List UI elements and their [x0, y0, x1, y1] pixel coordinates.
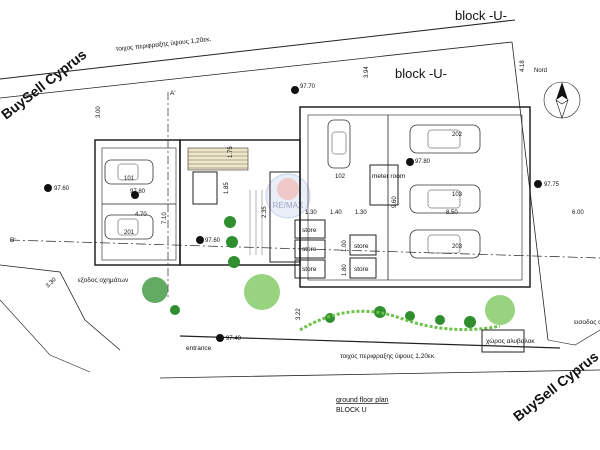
parking-203: 203 [452, 244, 463, 250]
section-line-b [9, 239, 600, 259]
level-4: 97.80 [415, 159, 431, 165]
parking-102: 102 [335, 174, 346, 180]
dim-1: 3.00 [96, 106, 102, 118]
dim-18: 1.80 [342, 264, 348, 276]
plot-boundary-top-inner [0, 41, 513, 99]
dim-13: 6.00 [572, 210, 584, 216]
section-mark-b: B' [10, 237, 16, 244]
road-curve-right [547, 329, 600, 346]
car-203 [409, 229, 481, 259]
store-label-4: store [354, 243, 369, 250]
dim-17: 1.00 [342, 240, 348, 252]
remax-logo: RE/MAX [265, 173, 311, 219]
dim-9: 1.30 [305, 210, 317, 216]
dim-2: 3.94 [364, 66, 370, 78]
exit-label: εξοδος οχημάτων [78, 276, 128, 284]
parking-202: 202 [452, 132, 463, 138]
level-1: 97.70 [300, 84, 316, 90]
parking-103: 103 [452, 192, 463, 198]
entrance-label: entrance [186, 345, 212, 352]
parking-101: 101 [124, 176, 135, 182]
north-arrow-icon [543, 81, 581, 119]
block-label-inner: block -U- [395, 66, 447, 81]
dim-14: 3.30 [45, 276, 58, 289]
watermark-top-left: BuySell Cyprus [0, 46, 90, 122]
store-cluster [294, 164, 399, 279]
wall-bottom [179, 335, 561, 349]
level-2: 97.60 [54, 186, 70, 192]
main-block-inner [307, 114, 523, 281]
store-label-2: store [302, 246, 317, 253]
plot-boundary-left [0, 264, 121, 351]
wall-bottom-label: τοιχος περιφραξης ύψους 1,20εκ. [340, 352, 436, 360]
level-6: 97.60 [205, 238, 221, 244]
dim-6: 1.75 [228, 146, 234, 158]
dim-12: 8.50 [446, 210, 458, 216]
dim-3: 4.18 [520, 60, 526, 72]
lift-shaft [192, 171, 218, 205]
stair-treads [188, 151, 263, 255]
landscaping [142, 216, 515, 332]
car-202 [409, 124, 481, 154]
stair-landing [187, 147, 249, 171]
main-block [299, 106, 531, 288]
waste-area [481, 329, 525, 353]
wall-bottom-outer [159, 369, 600, 379]
car-201 [104, 214, 154, 240]
dim-5: 7.10 [162, 212, 168, 224]
plan-subheading: BLOCK U [336, 407, 367, 414]
store-label-5: store [354, 266, 369, 273]
north-label: Nord [534, 68, 547, 74]
level-5: 97.75 [544, 182, 560, 188]
left-block [94, 139, 181, 266]
level-3: 97.80 [130, 189, 146, 195]
entry-vehicles-label: εισοδος οχημάτων [574, 318, 600, 326]
car-103 [409, 184, 481, 214]
car-102 [327, 119, 351, 169]
section-mark-a: A' [170, 90, 176, 97]
waste-area-label: χώρος αλυβαλοκ [486, 337, 535, 345]
parking-201: 201 [124, 230, 135, 236]
road-edge-left [0, 299, 91, 373]
dim-10: 1.40 [330, 210, 342, 216]
block-label-top: block -U- [455, 8, 507, 23]
level-7: 97.40 [226, 336, 242, 342]
dim-7: 1.85 [224, 182, 230, 194]
plot-boundary-top [0, 19, 516, 80]
dim-11: 1.30 [355, 210, 367, 216]
dim-16: 9.60 [392, 196, 398, 208]
car-101 [104, 159, 154, 185]
store-label-1: store [302, 227, 317, 234]
plan-heading: ground floor plan [336, 397, 389, 404]
dim-15: 3.22 [296, 308, 302, 320]
dim-8: 2.35 [262, 206, 268, 218]
wall-top-label: τοιχος περιφραξης ύψους 1,20εκ. [115, 35, 211, 53]
store-label-3: store [302, 266, 317, 273]
watermark-bottom-right: BuySell Cyprus [510, 348, 600, 424]
meter-room-label: meter room [372, 173, 405, 180]
level-markers [44, 86, 542, 342]
dim-4: 4.70 [135, 212, 147, 218]
remax-label: RE/MAX [273, 201, 304, 210]
